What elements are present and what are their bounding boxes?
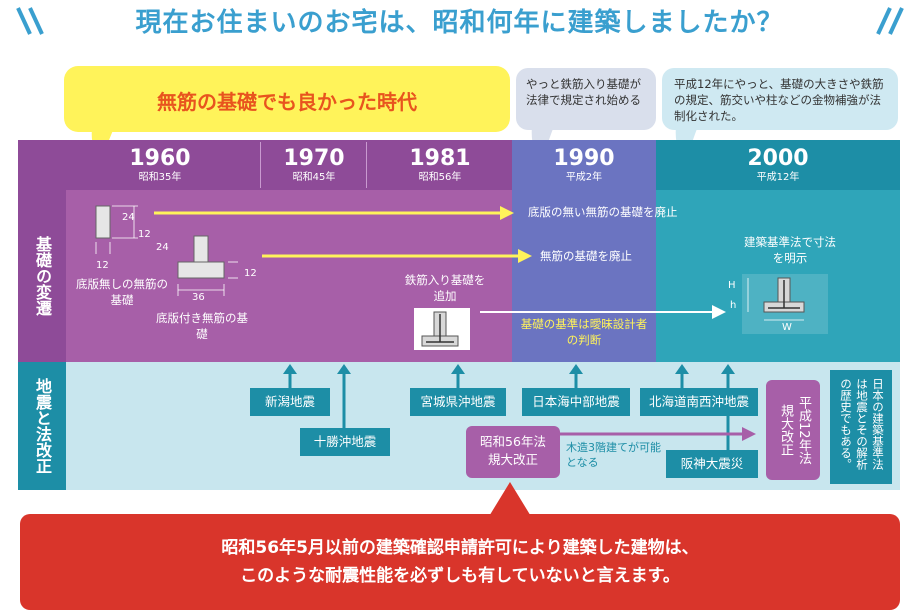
tokachi-quake: 十勝沖地震	[300, 428, 390, 456]
law-history-note: 日本の建築基準法は地震とその解析の歴史でもある。	[830, 370, 892, 484]
year-1970-era: 昭和45年	[292, 172, 336, 183]
year-1990: 1990 平成2年	[512, 142, 656, 188]
nihonkai-quake: 日本海中部地震	[522, 388, 630, 416]
abolish-unreinforced-text: 無筋の基礎を廃止	[540, 249, 632, 263]
blue-era-panel	[512, 140, 656, 362]
year-1981-label: 1981	[409, 146, 471, 171]
row-label-law: 地震と法改正	[33, 378, 52, 474]
s56-law-revision: 昭和56年法規大改正	[466, 426, 560, 478]
bottom-line-2: このような耐震性能を必ずしも有していないと言えます。	[240, 566, 680, 586]
era-bubble-text: 無筋の基礎でも良かった時代	[157, 90, 417, 114]
slab-foundation-label: 底版付き無筋の基礎	[156, 311, 248, 341]
miyagi-quake: 宮城県沖地震	[410, 388, 506, 416]
bubble-1990-text: やっと鉄筋入り基礎が法律で規定され始める	[526, 77, 641, 107]
year-1960-era: 昭和35年	[138, 172, 182, 183]
bubble-1990: やっと鉄筋入り基礎が法律で規定され始める	[516, 68, 656, 130]
abolish-arrows	[154, 206, 532, 263]
wood-3-story-text: 木造3階建てが可能となる	[566, 441, 661, 469]
spec-arrow	[480, 305, 726, 319]
dim-label: W	[782, 322, 792, 333]
page-title: 現在お住まいのお宅は、昭和何年に建築しましたか？	[135, 8, 784, 38]
slash-decoration-left	[16, 7, 44, 35]
row-label-foundation: 基礎の変遷	[33, 236, 52, 316]
dim-label: 12	[138, 229, 151, 240]
vague-standard-text: 基礎の基準は曖昧設計者の判断	[520, 317, 648, 347]
hanshin-quake: 阪神大震災	[666, 450, 758, 478]
rebar-foundation-label: 鉄筋入り基礎を追加	[404, 273, 486, 303]
spec-foundation-diagram	[742, 274, 828, 334]
year-1960-label: 1960	[129, 146, 191, 171]
year-2000: 2000 平成12年	[656, 142, 900, 188]
no-slab-foundation-label: 底版無しの無筋の基礎	[76, 277, 168, 307]
year-1960: 1960 昭和35年	[110, 142, 210, 188]
spec-label: 建築基準法で寸法を明示	[744, 235, 836, 265]
year-2000-label: 2000	[747, 146, 809, 171]
dim-label: 12	[96, 260, 109, 271]
dim-label: 24	[122, 212, 135, 223]
era-bubble: 無筋の基礎でも良かった時代	[64, 66, 510, 132]
year-divider	[260, 142, 261, 188]
year-2000-era: 平成12年	[756, 172, 800, 183]
hokkaido-quake: 北海道南西沖地震	[640, 388, 758, 416]
year-1981-era: 昭和56年	[418, 172, 462, 183]
law-row-header-bg	[18, 362, 66, 490]
bubble-2000: 平成12年にやっと、基礎の大きさや鉄筋の規定、筋交いや柱などの金物補強が法制化さ…	[662, 68, 898, 130]
slab-foundation-diagram	[177, 235, 238, 296]
year-1990-era: 平成2年	[565, 172, 603, 183]
dim-label: H	[728, 280, 736, 291]
no-slab-foundation-diagram	[95, 205, 138, 254]
earthquake-arrows	[283, 364, 756, 450]
teal-era-inner	[656, 190, 900, 362]
year-1970: 1970 昭和45年	[262, 142, 366, 188]
bottom-callout: 昭和56年5月以前の建築確認申請許可により建築した建物は、 このような耐震性能を…	[20, 514, 900, 610]
dim-label: 12	[244, 268, 257, 279]
bubble-2000-text: 平成12年にやっと、基礎の大きさや鉄筋の規定、筋交いや柱などの金物補強が法制化さ…	[674, 77, 884, 123]
rebar-foundation-diagram	[414, 308, 470, 350]
dim-label: 24	[156, 242, 169, 253]
dim-label: 36	[192, 292, 205, 303]
niigata-quake: 新潟地震	[250, 388, 330, 416]
bottom-line-1: 昭和56年5月以前の建築確認申請許可により建築した建物は、	[221, 538, 699, 558]
year-1990-label: 1990	[553, 146, 615, 171]
year-1970-label: 1970	[283, 146, 345, 171]
dim-label: h	[730, 300, 737, 311]
slash-decoration-right	[876, 7, 904, 35]
bottom-callout-tail	[488, 482, 532, 518]
abolish-no-slab-text: 底版の無い無筋の基礎を廃止	[528, 205, 678, 219]
h12-law-revision: 平成12年法規大改正	[766, 380, 820, 480]
year-divider	[366, 142, 367, 188]
year-1981: 1981 昭和56年	[368, 142, 512, 188]
